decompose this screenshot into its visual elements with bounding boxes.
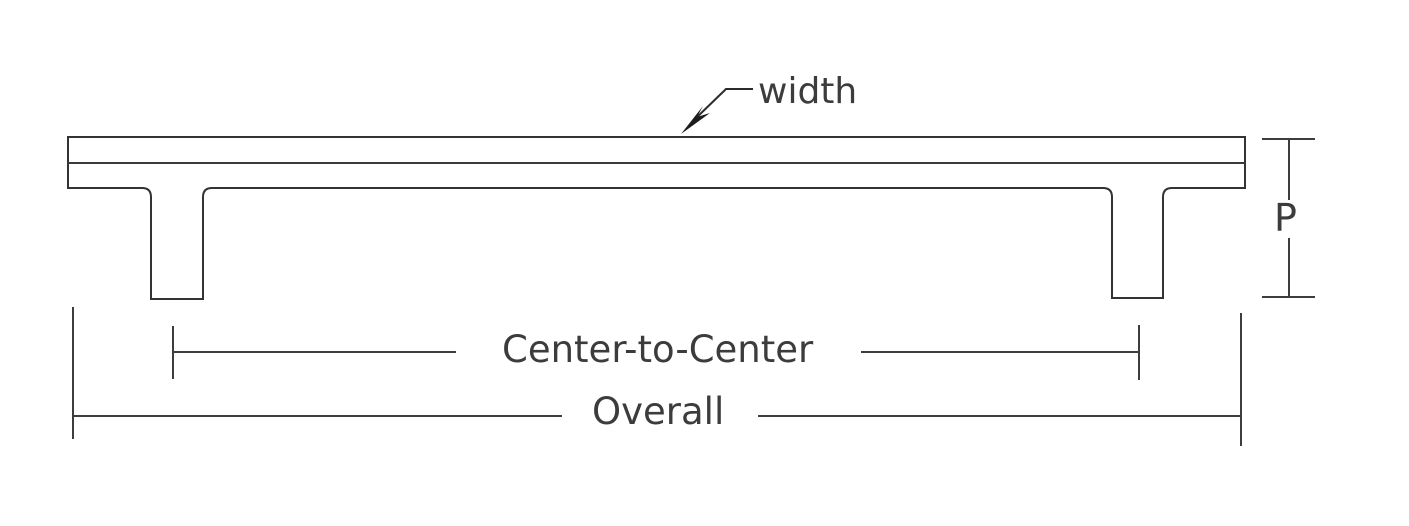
width-leader-group [681, 88, 753, 134]
projection-dimension-group: P [1262, 138, 1315, 298]
width-leader-line [693, 88, 753, 121]
overall-label: Overall [592, 390, 724, 433]
width-leader-arrow-icon [681, 106, 710, 134]
handle-part-outline [67, 136, 1246, 300]
center-to-center-dimension-group: Center-to-Center [172, 325, 1140, 380]
handle-profile-path [67, 136, 1246, 300]
center-to-center-label: Center-to-Center [502, 328, 814, 371]
width-label: width [758, 71, 857, 112]
projection-label: P [1274, 196, 1297, 240]
overall-dimension-group: Overall [72, 307, 1242, 446]
